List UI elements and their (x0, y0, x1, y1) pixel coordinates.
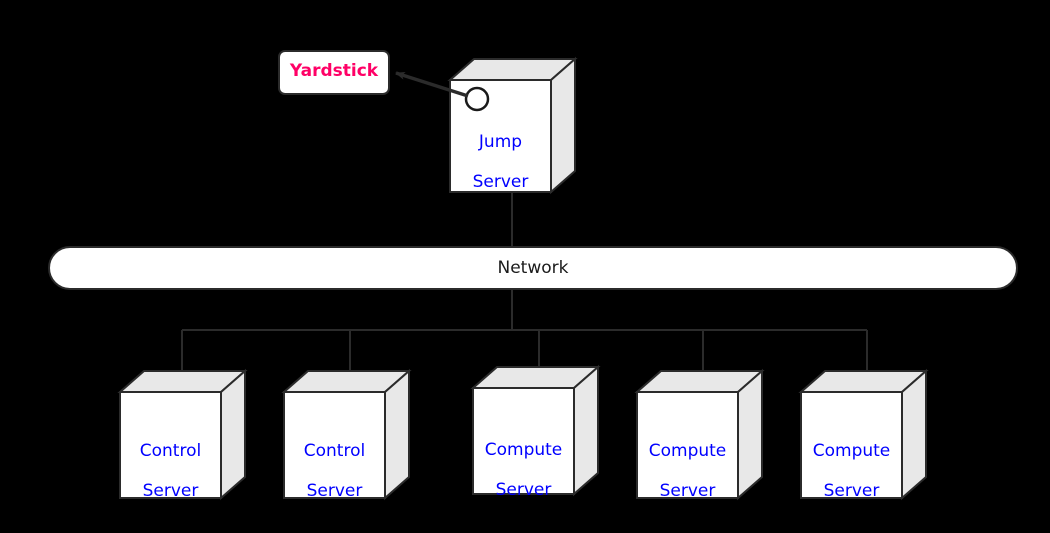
jump-server-side-face (550, 56, 576, 195)
server-side-face (220, 368, 246, 501)
control-server-2-node[interactable] (281, 368, 412, 501)
jump-server-node[interactable] (447, 56, 578, 195)
jump-server-front-face (449, 79, 552, 193)
server-side-face (384, 368, 410, 501)
compute-server-3-node[interactable] (798, 368, 929, 501)
yardstick-box-shape[interactable] (278, 50, 390, 95)
control-server-1-node[interactable] (117, 368, 248, 501)
server-side-face (737, 368, 763, 501)
network-bus-shape[interactable] (48, 246, 1018, 290)
compute-server-1-node[interactable] (470, 364, 601, 497)
server-front-face (800, 391, 903, 499)
server-side-face (901, 368, 927, 501)
compute-server-2-node[interactable] (634, 368, 765, 501)
server-front-face (472, 387, 575, 495)
server-side-face (573, 364, 599, 497)
circle-port-icon (464, 86, 490, 112)
server-front-face (636, 391, 739, 499)
arrow-icon-jump-to-yardstick (395, 71, 469, 98)
server-front-face (283, 391, 386, 499)
server-front-face (119, 391, 222, 499)
